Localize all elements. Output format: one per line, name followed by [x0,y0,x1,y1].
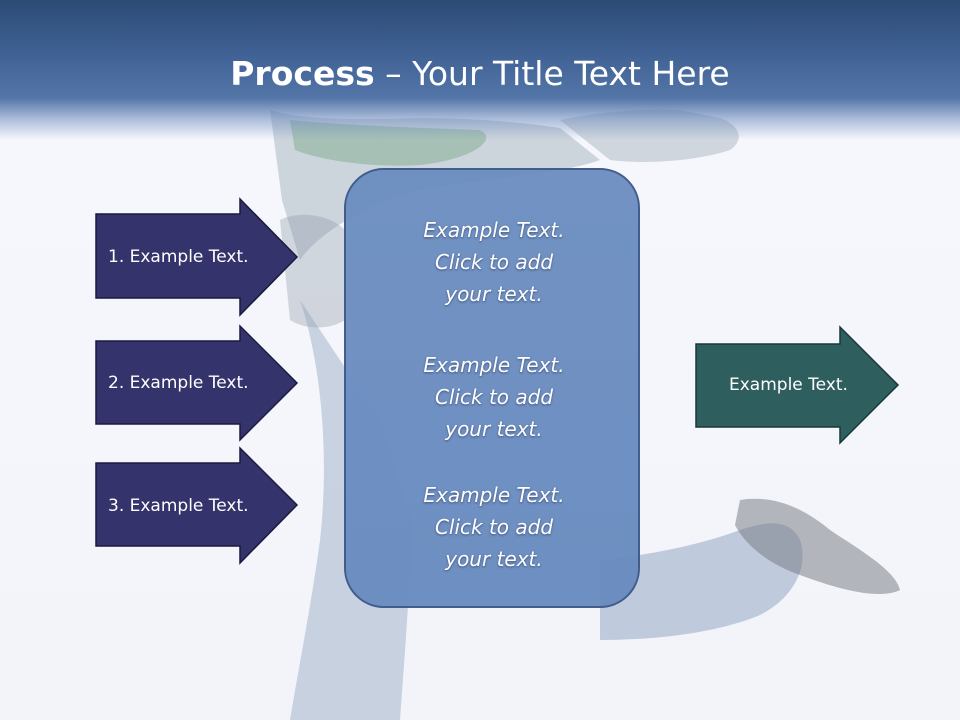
center-text-block-3[interactable]: Example Text. Click to add your text. [346,479,642,575]
center-text-2-line-3: your text. [445,417,543,441]
center-text-2-line-2: Click to add [434,385,554,409]
title-bar: Process – Your Title Text Here [0,0,960,140]
center-text-1-line-1: Example Text. [423,218,565,242]
center-text-1-line-3: your text. [445,282,543,306]
output-arrow-shape [695,325,900,445]
input-arrow-2[interactable]: 2. Example Text. [95,324,299,442]
center-text-block-1[interactable]: Example Text. Click to add your text. [346,214,642,310]
center-text-3-line-2: Click to add [434,515,554,539]
center-text-1-line-2: Click to add [434,250,554,274]
input-arrow-2-label: 2. Example Text. [108,373,249,393]
center-text-3-line-3: your text. [445,547,543,571]
center-text-3-line-1: Example Text. [423,483,565,507]
input-arrow-3-label: 3. Example Text. [108,495,249,516]
input-arrow-1[interactable]: 1. Example Text. [95,197,299,317]
input-arrow-1-label: 1. Example Text. [108,247,249,267]
center-process-box[interactable]: Example Text. Click to add your text. Ex… [344,168,640,608]
input-arrow-2-shape [95,324,299,442]
center-text-block-2[interactable]: Example Text. Click to add your text. [346,349,642,445]
title-rest-text: Your Title Text Here [412,54,730,93]
output-arrow[interactable]: Example Text. [695,325,900,445]
input-arrow-3[interactable]: 3. Example Text. [95,446,299,565]
title-bold-text: Process [230,54,375,93]
output-arrow-label: Example Text. [729,375,848,395]
center-text-2-line-1: Example Text. [423,353,565,377]
slide-title[interactable]: Process – Your Title Text Here [0,52,960,96]
input-arrow-3-shape [95,446,299,565]
input-arrow-1-shape [95,197,299,317]
title-dash: – [374,54,413,93]
